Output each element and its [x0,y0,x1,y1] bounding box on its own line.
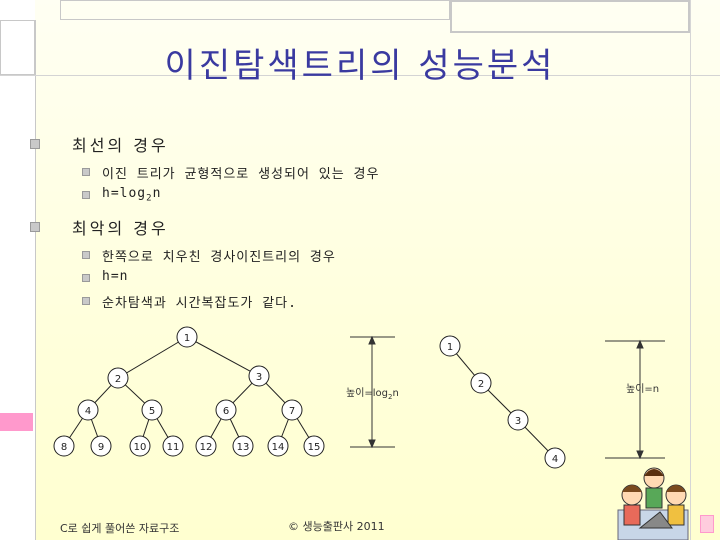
balanced-tree-node-label: 11 [167,442,180,453]
balanced-tree-node-label: 10 [134,442,147,453]
balanced-tree-node-label: 12 [200,442,213,453]
balanced-tree-node: 5 [141,399,163,421]
balanced-tree-node-label: 9 [98,442,104,453]
sub-bullet-height-log: h=log2n [30,185,670,208]
balanced-tree-node-label: 7 [289,406,295,417]
deco-left-pink [0,413,33,431]
deco-top-line [0,75,720,76]
balanced-tree-node: 14 [267,435,289,457]
footer-copyright: © 생능출판사 2011 [288,520,385,533]
skewed-tree-nodes: 1 2 3 4 [439,335,566,469]
bullet-square-icon [82,297,90,305]
bullet-best-case: 최선의 경우 [30,130,670,162]
skewed-height-marker [605,339,665,460]
balanced-tree-node: 2 [107,367,129,389]
balanced-tree-node-label: 1 [184,333,190,344]
balanced-tree-node-label: 3 [256,372,262,383]
slide-title: 이진탐색트리의 성능분석 [164,46,556,86]
balanced-tree-node: 3 [248,365,270,387]
balanced-tree-node-label: 2 [115,374,121,385]
bullet-square-icon [30,222,40,232]
balanced-tree-node-label: 4 [85,406,91,417]
bullet-list: 최선의 경우 이진 트리가 균형적으로 생성되어 있는 경우 h=log2n 최… [30,130,670,314]
skewed-tree-node-label: 2 [478,379,484,390]
skewed-tree-node-label: 4 [552,454,558,465]
balanced-height-marker [350,335,395,449]
skewed-tree-node-label: 3 [515,416,521,427]
balanced-tree-node: 12 [195,435,217,457]
skewed-height-label: 높이=n [626,383,659,395]
skewed-tree-node-label: 1 [447,342,453,353]
balanced-tree-edges [63,336,315,447]
balanced-tree-edge [117,336,188,379]
sub-bullet-skewed: 한쪽으로 치우친 경사이진트리의 경우 [30,245,670,268]
balanced-tree-node-label: 13 [237,442,250,453]
balanced-tree-node: 9 [90,435,112,457]
bullet-square-icon [82,191,90,199]
balanced-tree-node-label: 14 [272,442,285,453]
bullet-square-icon [82,251,90,259]
bullet-square-icon [30,139,40,149]
balanced-tree-node-label: 15 [308,442,321,453]
balanced-tree-node: 11 [162,435,184,457]
children-illustration [617,467,689,540]
skewed-tree-edges [449,345,556,459]
deco-top-right-box [450,0,690,33]
balanced-tree-node: 1 [176,326,198,348]
balanced-tree-edge [186,336,260,377]
balanced-tree-node: 4 [77,399,99,421]
balanced-tree-node: 15 [303,435,325,457]
sub-bullet-height-n: h=n [30,268,670,291]
bullet-worst-case: 최악의 경우 [30,213,670,245]
balanced-tree-node-label: 5 [149,406,155,417]
balanced-tree-node: 13 [232,435,254,457]
sub-bullet-balanced: 이진 트리가 균형적으로 생성되어 있는 경우 [30,162,670,185]
skewed-tree-node: 3 [507,409,529,431]
balanced-tree-node-label: 8 [61,442,67,453]
skewed-tree-node: 2 [470,372,492,394]
balanced-tree-node: 10 [129,435,151,457]
footer-book-title: C로 쉽게 풀어쓴 자료구조 [60,522,180,535]
balanced-tree-node: 7 [281,399,303,421]
balanced-tree-node-label: 6 [223,406,229,417]
deco-left-box [0,20,35,75]
bullet-square-icon [82,274,90,282]
deco-left-line [35,20,36,540]
balanced-tree-node: 6 [215,399,237,421]
deco-top-box [60,0,450,20]
skewed-tree-node: 4 [544,447,566,469]
skewed-tree-node: 1 [439,335,461,357]
balanced-height-label: 높이=log2n [346,387,399,401]
bullet-square-icon [82,168,90,176]
deco-right-pink [700,515,714,533]
deco-right-line [690,0,691,540]
sub-bullet-sequential: 순차탐색과 시간복잡도가 같다. [30,291,670,314]
balanced-tree-node: 8 [53,435,75,457]
